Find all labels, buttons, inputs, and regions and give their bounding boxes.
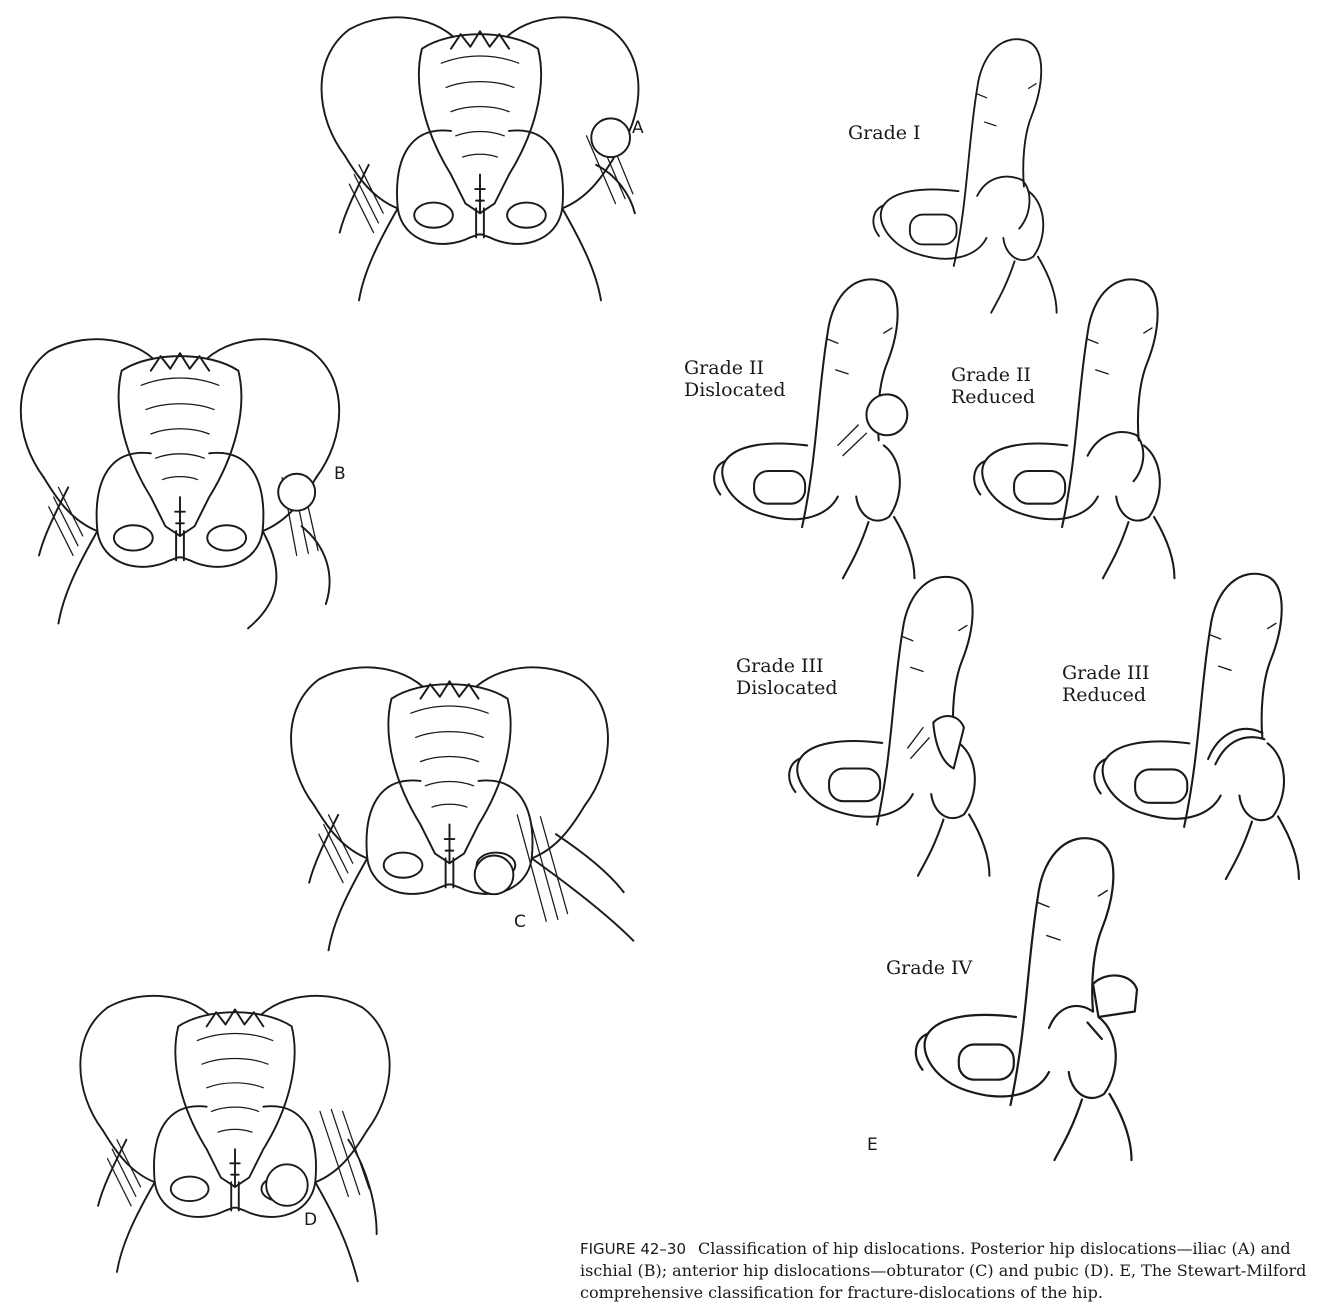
grade-1-label: Grade I: [848, 122, 921, 144]
figure-number: FIGURE 42–30: [580, 1240, 686, 1258]
pelvis-diagram-d: [65, 975, 405, 1295]
hip-grade-4-diagram: [905, 830, 1160, 1160]
hip-grade-2-dislocated-diagram: [705, 270, 940, 580]
panel-label-e: E: [867, 1135, 878, 1155]
pelvis-diagram-b: [5, 330, 355, 635]
grade-3-dislocated-label: Grade III Dislocated: [736, 655, 838, 699]
pelvis-diagram-a: [300, 10, 660, 310]
grade-4-label: Grade IV: [886, 957, 972, 979]
caption-text: Classification of hip dislocations. Post…: [580, 1239, 1306, 1302]
panel-label-a: A: [632, 118, 644, 138]
panel-label-d: D: [304, 1210, 317, 1230]
panel-label-b: B: [334, 464, 346, 484]
grade-3-reduced-label: Grade III Reduced: [1062, 662, 1150, 706]
grade-2-reduced-label: Grade II Reduced: [951, 364, 1035, 408]
pelvis-diagram-c: [262, 660, 637, 960]
grade-2-dislocated-label: Grade II Dislocated: [684, 357, 786, 401]
panel-label-c: C: [514, 912, 526, 932]
hip-grade-2-reduced-diagram: [965, 270, 1200, 580]
